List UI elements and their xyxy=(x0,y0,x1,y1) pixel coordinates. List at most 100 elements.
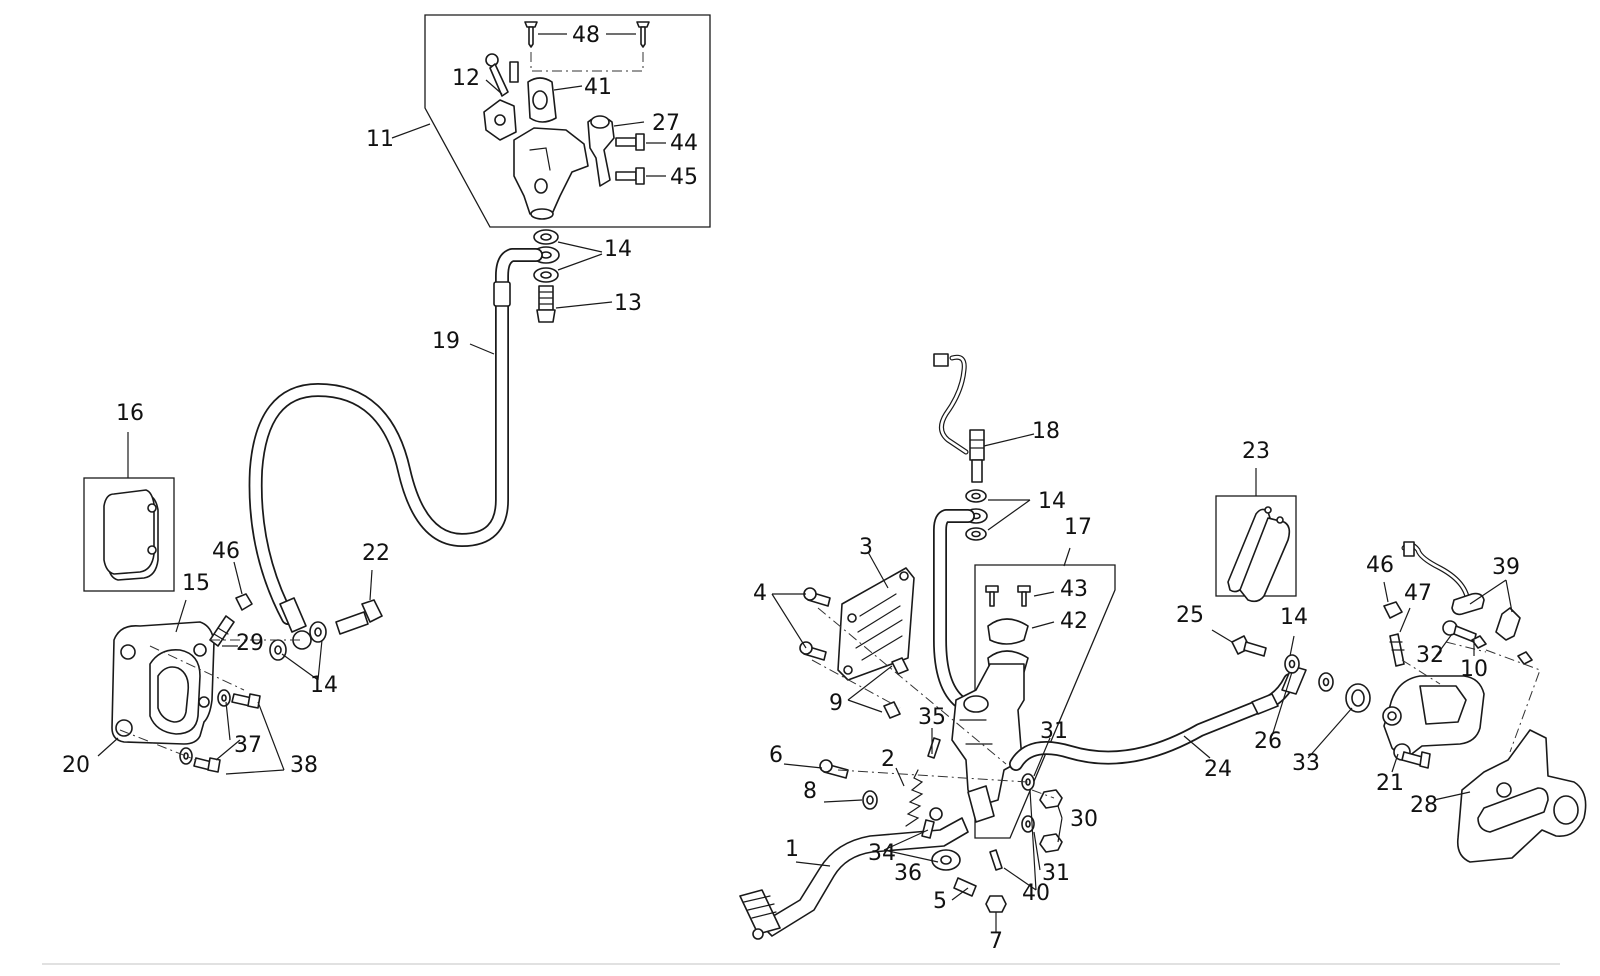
bolts-4 xyxy=(799,587,831,661)
callout-39: 39 xyxy=(1492,555,1520,580)
master-cylinder-body xyxy=(513,127,589,220)
pivot-bolt-6 xyxy=(819,759,849,779)
callout-29: 29 xyxy=(236,631,264,656)
callout-42: 42 xyxy=(1060,609,1088,634)
wear-sensor-39 xyxy=(1401,541,1521,641)
caliper-bolts-38 xyxy=(179,689,261,773)
callout-10: 10 xyxy=(1460,657,1488,682)
hose-short-master xyxy=(933,509,975,709)
callout-19: 19 xyxy=(432,329,460,354)
rear-brake-hose-24 xyxy=(1009,665,1307,771)
dash-rear-caliper xyxy=(1401,641,1541,753)
callout-14-top: 14 xyxy=(604,237,632,262)
callout-6: 6 xyxy=(769,743,783,768)
screw-34 xyxy=(921,807,943,839)
clamp-27 xyxy=(587,115,615,187)
brake-light-switch-18 xyxy=(933,353,985,483)
bolt-25 xyxy=(1231,635,1267,657)
dash-rear-master xyxy=(811,607,1055,799)
front-caliper-15 xyxy=(111,621,215,745)
assembly-box-11 xyxy=(424,14,711,228)
screw-48-left xyxy=(524,21,538,48)
bleed-valve-47 xyxy=(1389,633,1405,667)
callout-15: 15 xyxy=(182,571,210,596)
callout-47: 47 xyxy=(1404,581,1432,606)
callout-35: 35 xyxy=(918,705,946,730)
callout-26: 26 xyxy=(1254,729,1282,754)
bleed-valve-29 xyxy=(209,615,235,647)
reservoir-cap-41 xyxy=(527,77,557,123)
brake-pedal-1 xyxy=(739,817,969,940)
callout-24: 24 xyxy=(1204,757,1232,782)
callout-20: 20 xyxy=(62,753,90,778)
rear-pads-23 xyxy=(1215,495,1297,603)
callout-37: 37 xyxy=(234,733,262,758)
bleed-cap-46-right xyxy=(1383,601,1403,619)
bolt-22 xyxy=(335,599,383,635)
nuts-30 xyxy=(1039,789,1063,853)
front-brake-hose-19 xyxy=(248,248,543,650)
washer-8 xyxy=(862,790,878,810)
leader-lines xyxy=(97,33,1513,932)
callout-46-right: 46 xyxy=(1366,553,1394,578)
callout-1: 1 xyxy=(785,837,799,862)
callout-40: 40 xyxy=(1022,881,1050,906)
callout-13: 13 xyxy=(614,291,642,316)
heel-plate-3 xyxy=(837,567,915,681)
rear-caliper xyxy=(1382,675,1485,761)
spacers-9 xyxy=(883,657,909,719)
callout-17: 17 xyxy=(1064,515,1092,540)
callout-23: 23 xyxy=(1242,439,1270,464)
callout-labels: 48 12 41 11 27 44 45 14 13 19 16 46 15 2… xyxy=(62,23,1520,954)
banjo-bolt-13 xyxy=(536,285,556,323)
bolt-45 xyxy=(615,167,645,185)
front-master-cylinder-group xyxy=(424,14,711,228)
callout-27: 27 xyxy=(652,111,680,136)
callout-41: 41 xyxy=(584,75,612,100)
bleed-cap-46-left xyxy=(235,593,253,611)
bolt-44 xyxy=(615,133,645,151)
callout-25: 25 xyxy=(1176,603,1204,628)
callout-21: 21 xyxy=(1376,771,1404,796)
seal-33 xyxy=(1345,683,1371,713)
callout-31-top: 31 xyxy=(1040,719,1068,744)
callout-32: 32 xyxy=(1416,643,1444,668)
dash-front-caliper xyxy=(119,639,300,761)
callout-30: 30 xyxy=(1070,807,1098,832)
callout-28: 28 xyxy=(1410,793,1438,818)
banjo-washers-left xyxy=(269,621,327,661)
callout-22: 22 xyxy=(362,541,390,566)
pedal-bushing-36 xyxy=(931,849,961,871)
front-pads-16 xyxy=(83,477,175,592)
callout-46-left: 46 xyxy=(212,539,240,564)
dash-48 xyxy=(530,52,644,72)
caliper-bracket-28 xyxy=(1456,729,1587,863)
callout-2: 2 xyxy=(881,747,895,772)
callout-48: 48 xyxy=(572,23,600,48)
callout-11: 11 xyxy=(366,127,394,152)
callout-4: 4 xyxy=(753,581,767,606)
callout-16: 16 xyxy=(116,401,144,426)
callout-14-left: 14 xyxy=(310,673,338,698)
callout-14-right: 14 xyxy=(1280,605,1308,630)
callout-5: 5 xyxy=(933,889,947,914)
pin-35 xyxy=(927,737,941,759)
callout-43: 43 xyxy=(1060,577,1088,602)
callout-38: 38 xyxy=(290,753,318,778)
callout-3: 3 xyxy=(859,535,873,560)
callout-45: 45 xyxy=(670,165,698,190)
callout-14-mid: 14 xyxy=(1038,489,1066,514)
banjo-washers-right xyxy=(1284,654,1334,692)
callout-33: 33 xyxy=(1292,751,1320,776)
cap-screws-43 xyxy=(985,585,1031,607)
switch-bracket-12 xyxy=(483,53,519,141)
callout-31-bot: 31 xyxy=(1042,861,1070,886)
callout-36: 36 xyxy=(894,861,922,886)
callout-8: 8 xyxy=(803,779,817,804)
caliper-bolt-21 xyxy=(1401,751,1431,769)
callout-9: 9 xyxy=(829,691,843,716)
nut-7 xyxy=(985,895,1007,913)
screw-48-right xyxy=(636,21,650,48)
clip-10 xyxy=(1471,635,1533,665)
